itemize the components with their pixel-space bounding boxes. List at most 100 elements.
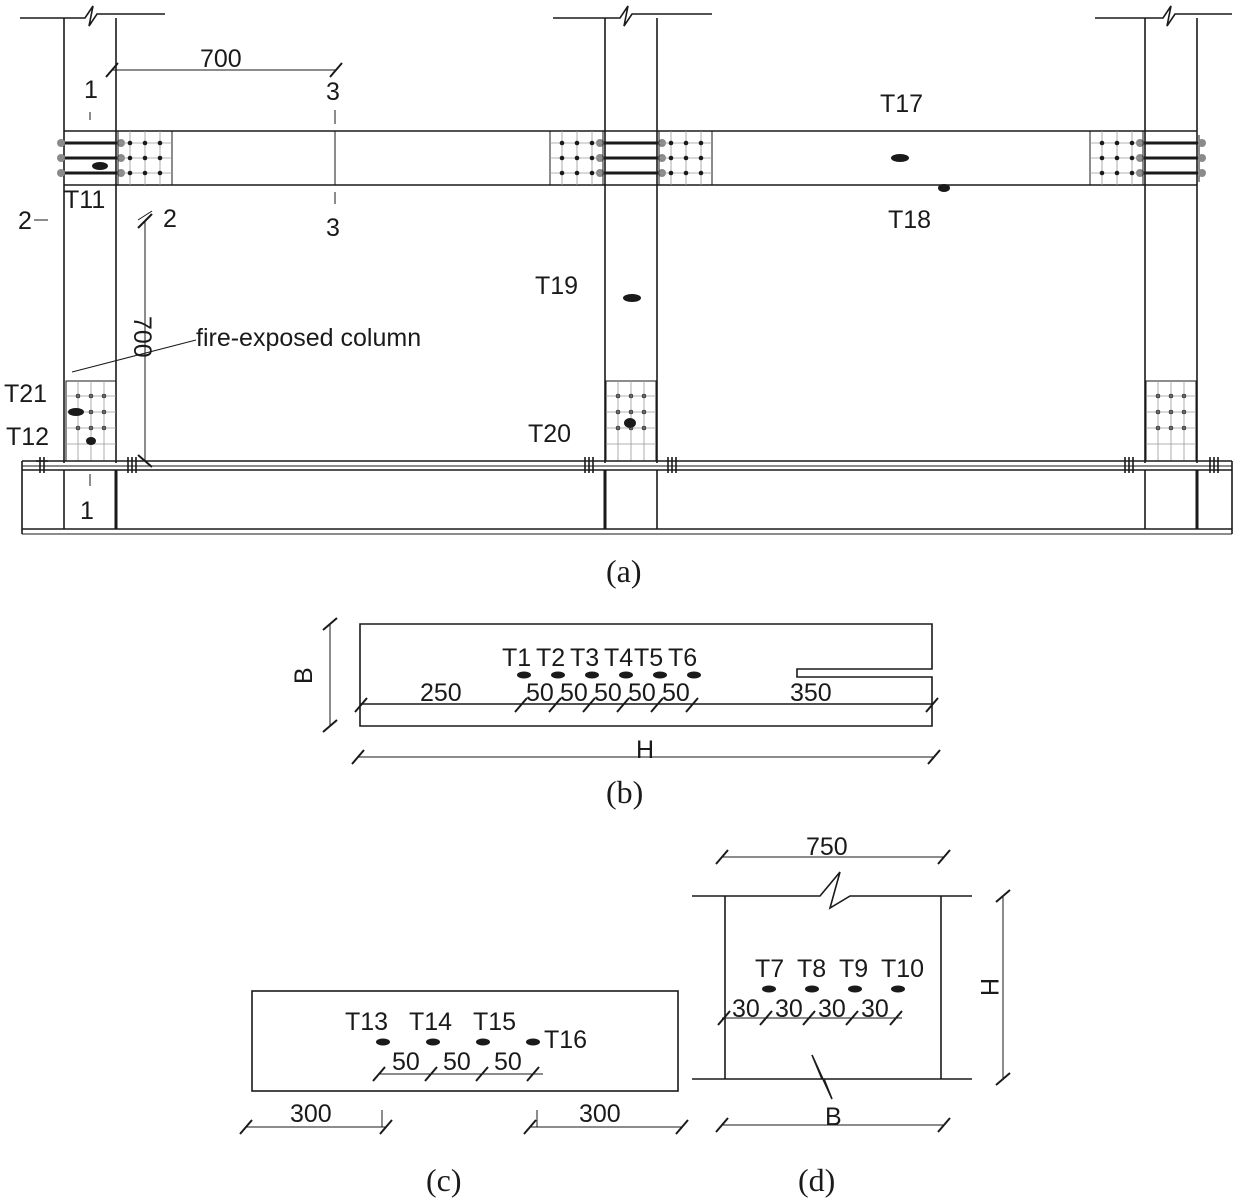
panel-c-spacing-ticks <box>372 1066 543 1082</box>
panel-d-sensor-marker <box>805 985 819 993</box>
panel-b-sensor-marker <box>517 671 531 679</box>
splice-bolt <box>668 170 674 176</box>
section-2-right-label: 2 <box>163 205 177 233</box>
panel-c-right-dimension: 300 <box>579 1100 621 1128</box>
section-1-top-label: 1 <box>84 76 98 104</box>
sensor-t17-marker <box>891 154 909 162</box>
splice-bolt <box>1099 155 1105 161</box>
panel-b-spacing-label: 50 <box>662 679 690 707</box>
panel-d-spacing-label: 30 <box>818 995 846 1023</box>
panel-d-bottom-break-line <box>692 1054 972 1100</box>
section-2-right-tick <box>137 210 153 221</box>
caption-a: (a) <box>606 553 642 589</box>
splice-bolt <box>127 155 133 161</box>
splice-bolt <box>1099 170 1105 176</box>
panel-b-spacing-label: 50 <box>628 679 656 707</box>
panel-b-spacing-label: 50 <box>560 679 588 707</box>
panel-c-sensor-marker <box>426 1038 440 1046</box>
section-1-bottom-label: 1 <box>80 497 94 525</box>
sensor-t20-marker <box>624 418 636 428</box>
panel-b-b-label: B <box>290 667 318 684</box>
panel-d-sensor-label: T10 <box>881 955 924 983</box>
splice-bolt <box>589 140 595 146</box>
panel-b-spacing-label: 50 <box>594 679 622 707</box>
panel-b-sensor-marker <box>687 671 701 679</box>
panel-b-h-label: H <box>636 736 654 764</box>
panel-d-top-break-line <box>692 871 972 910</box>
splice-bolt <box>559 140 565 146</box>
splice-bolt <box>559 155 565 161</box>
panel-b-sensor-label: T5 <box>634 644 663 672</box>
panel-c-section-outline <box>251 990 679 1092</box>
panel-d-sensor-marker <box>848 985 862 993</box>
panel-b-h-dimension <box>351 749 941 765</box>
splice-bolt <box>574 170 580 176</box>
sensor-t20-label: T20 <box>528 420 571 448</box>
panel-c-left-dimension: 300 <box>290 1100 332 1128</box>
panel-d-top-dimension: 750 <box>806 833 848 861</box>
splice-bolt <box>559 170 565 176</box>
panel-b-sensor-label: T4 <box>604 644 633 672</box>
sensor-t18-label: T18 <box>888 206 931 234</box>
splice-bolt <box>1114 140 1120 146</box>
panel-c-left-dimension-line <box>239 1110 393 1135</box>
panel-b-sensor-label: T6 <box>668 644 697 672</box>
panel-c-sensor-marker <box>376 1038 390 1046</box>
splice-bolt <box>1129 140 1135 146</box>
sensor-t17-label: T17 <box>880 90 923 118</box>
splice-bolt <box>574 140 580 146</box>
splice-bolt <box>157 140 163 146</box>
splice-bolt <box>683 140 689 146</box>
caption-c: (c) <box>426 1162 462 1198</box>
splice-bolt <box>574 155 580 161</box>
splice-bolt <box>589 155 595 161</box>
splice-bolt <box>1114 170 1120 176</box>
sensor-t11-marker <box>92 162 108 170</box>
splice-bolt <box>698 140 704 146</box>
panel-d-spacing-label: 30 <box>861 995 889 1023</box>
panel-b-spacing-label: 50 <box>526 679 554 707</box>
side-dimension-line <box>137 213 153 468</box>
splice-bolt <box>1099 140 1105 146</box>
panel-c-sensor-label: T15 <box>473 1008 516 1036</box>
panel-d-spacing-ticks <box>717 1010 903 1026</box>
section-2-left-label: 2 <box>18 207 32 235</box>
side-dimension-label: 700 <box>128 316 156 358</box>
splice-bolt <box>668 140 674 146</box>
callout-leader-line <box>71 339 197 373</box>
caption-b: (b) <box>606 774 643 810</box>
left-beam <box>64 130 605 186</box>
panel-c-sensor-label: T14 <box>409 1008 452 1036</box>
fire-exposed-column-callout: fire-exposed column <box>196 324 421 352</box>
splice-bolt <box>157 155 163 161</box>
base-beam <box>21 460 1233 535</box>
sensor-t19-label: T19 <box>535 272 578 300</box>
column-base-splice-right <box>1145 380 1197 462</box>
panel-b-sensor-label: T3 <box>570 644 599 672</box>
section-3-bottom-label: 3 <box>326 214 340 242</box>
panel-b-left-dimension: 250 <box>420 679 462 707</box>
panel-d-sensor-label: T9 <box>839 955 868 983</box>
sensor-t21-label: T21 <box>4 380 47 408</box>
column-base-splice-left <box>65 380 117 462</box>
panel-c-sensor-marker <box>476 1038 490 1046</box>
frame-panel: 700 700 1 1 2 2 3 3 fire-exposed column … <box>4 5 1233 589</box>
panel-b-sensor-marker <box>653 671 667 679</box>
splice-bolt <box>1114 155 1120 161</box>
top-dimension-line <box>105 62 343 78</box>
panel-d-spacing-label: 30 <box>732 995 760 1023</box>
right-beam <box>605 130 1197 186</box>
caption-d: (d) <box>798 1162 835 1198</box>
panel-b-sensor-marker <box>619 671 633 679</box>
splice-bolt <box>683 155 689 161</box>
splice-bolt <box>142 155 148 161</box>
